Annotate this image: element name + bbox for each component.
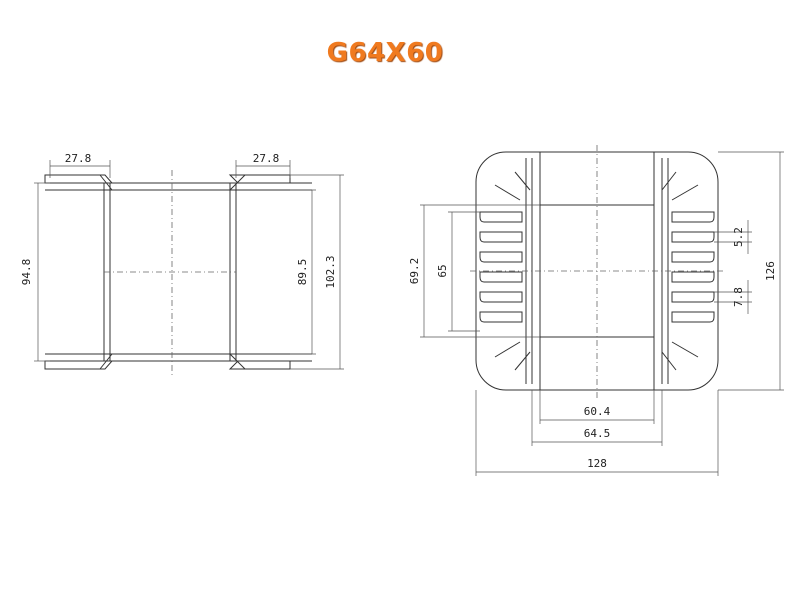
dim-left-outer: 69.2 bbox=[408, 258, 421, 285]
front-view: 69.2 65 5.2 7.8 126 60.4 64.5 bbox=[408, 145, 784, 476]
drawing-title: G64X60 bbox=[326, 38, 444, 68]
dim-top-left: 27.8 bbox=[65, 152, 92, 165]
dim-total-height: 126 bbox=[764, 261, 777, 281]
dim-slot-pitch: 5.2 bbox=[732, 227, 745, 247]
dim-left-height: 94.8 bbox=[20, 259, 33, 286]
dim-outer-height: 102.3 bbox=[324, 255, 337, 288]
dim-left-inner: 65 bbox=[436, 264, 449, 277]
dim-inner-width: 60.4 bbox=[584, 405, 611, 418]
dim-top-right: 27.8 bbox=[253, 152, 280, 165]
dim-total-width: 128 bbox=[587, 457, 607, 470]
dim-inner-height: 89.5 bbox=[296, 259, 309, 286]
dim-slot-width: 7.8 bbox=[732, 287, 745, 307]
dim-outer-width: 64.5 bbox=[584, 427, 611, 440]
side-view: 27.8 27.8 94.8 89.5 102.3 bbox=[20, 152, 344, 375]
